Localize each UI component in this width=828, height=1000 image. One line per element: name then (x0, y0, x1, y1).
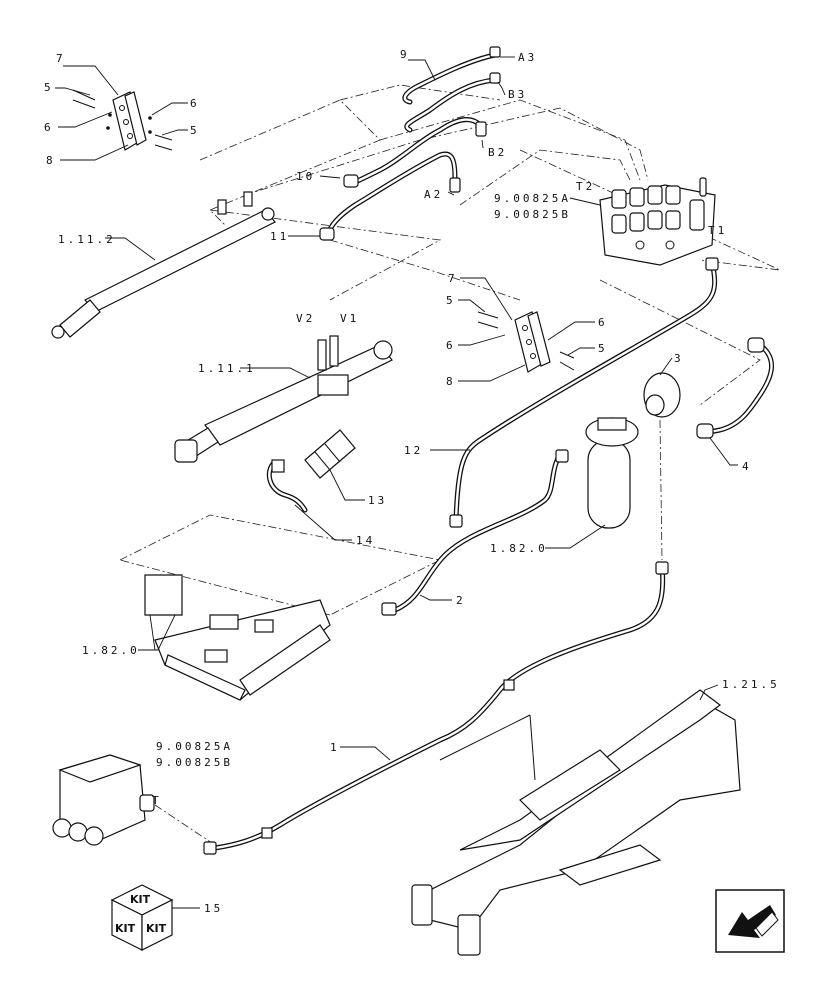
next-page-arrow-icon[interactable] (715, 889, 785, 953)
ref-1-11-1: 1.11.1 (198, 362, 256, 375)
port-b3: B3 (508, 88, 527, 101)
kit-box: KIT KIT KIT (110, 884, 174, 951)
callout-7-top: 7 (56, 52, 66, 65)
callout-labels: 7 5 6 6 5 8 9 A3 B3 B2 A2 10 11 9.00825A… (44, 48, 780, 915)
loader-arm-1-21-5 (411, 689, 741, 956)
callout-11: 11 (270, 230, 289, 243)
port-b2: B2 (488, 146, 507, 159)
callout-6-middle-right: 6 (598, 316, 608, 329)
callout-4: 4 (742, 460, 752, 473)
platform-1-82-0 (144, 574, 331, 701)
leader-lines (55, 56, 738, 909)
hose-group-top (319, 46, 501, 241)
ref-1-82-0-filter: 1.82.0 (490, 542, 548, 555)
callout-2: 2 (456, 594, 466, 607)
port-a2: A2 (424, 188, 443, 201)
ref-9-00825a-bottom: 9.00825A (156, 740, 233, 753)
callout-14: 14 (356, 534, 375, 547)
callout-8-middle: 8 (446, 375, 456, 388)
callout-5-middle-left: 5 (446, 294, 456, 307)
port-t: T (152, 794, 162, 807)
port-t2: T2 (576, 180, 595, 193)
callout-8-top: 8 (46, 154, 56, 167)
fitting-3 (643, 372, 681, 418)
ref-1-21-5: 1.21.5 (722, 678, 780, 691)
callout-9: 9 (400, 48, 410, 61)
port-a3: A3 (518, 51, 537, 64)
sleeve-13 (304, 429, 356, 479)
port-t1: T1 (708, 224, 727, 237)
callout-1: 1 (330, 741, 340, 754)
callout-7-middle: 7 (448, 272, 458, 285)
callout-6-middle-left: 6 (446, 339, 456, 352)
ref-1-82-0-platform: 1.82.0 (82, 644, 140, 657)
cable-14 (266, 459, 308, 513)
kit-label-top: KIT (130, 893, 151, 906)
ref-1-11-2: 1.11.2 (58, 233, 116, 246)
control-valve-top (599, 177, 716, 266)
callout-10: 10 (296, 170, 315, 183)
filter-1-82-0 (585, 417, 639, 529)
callout-5-middle-right: 5 (598, 342, 608, 355)
callout-5-top-right: 5 (190, 124, 200, 137)
ref-9-00825b-top: 9.00825B (494, 208, 571, 221)
pipe-2 (381, 449, 569, 616)
callout-15: 15 (204, 902, 223, 915)
kit-label-left: KIT (115, 922, 136, 935)
ref-9-00825b-bottom: 9.00825B (156, 756, 233, 769)
hose-4 (696, 337, 775, 439)
pipe-12 (449, 257, 719, 528)
clamp-assembly-middle (477, 311, 575, 373)
control-valve-bottom (52, 754, 155, 846)
cylinder-1-11-2 (51, 191, 276, 339)
clamp-assembly-top (72, 89, 173, 151)
assembly-dash-lines (119, 84, 781, 846)
callout-13: 13 (368, 494, 387, 507)
pipe-1 (203, 561, 669, 855)
ref-9-00825a-top: 9.00825A (494, 192, 571, 205)
port-v1: V1 (340, 312, 359, 325)
callout-3: 3 (674, 352, 684, 365)
callout-6-top-left: 6 (44, 121, 54, 134)
cylinder-1-11-1 (174, 335, 393, 463)
kit-label-right: KIT (146, 922, 167, 935)
callout-6-top-right: 6 (190, 97, 200, 110)
callout-12: 12 (404, 444, 423, 457)
port-v2: V2 (296, 312, 315, 325)
callout-5-top-left: 5 (44, 81, 54, 94)
